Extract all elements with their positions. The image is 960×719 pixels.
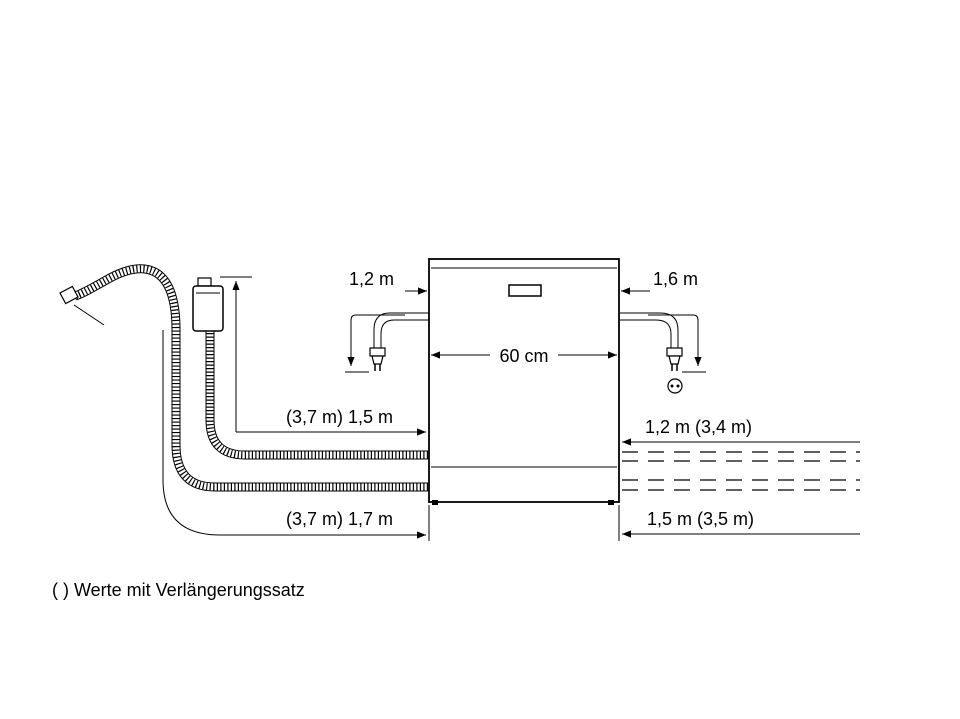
control-panel-display	[508, 284, 542, 297]
label-width: 60 cm	[499, 346, 548, 366]
hose-connector-icon	[59, 285, 105, 326]
label-drain-hose: (3,7 m) 1,5 m	[286, 407, 393, 427]
drain-hose-dimension	[220, 276, 426, 436]
right-power-cable	[620, 312, 706, 394]
label-right-upper: 1,2 m (3,4 m)	[645, 417, 752, 437]
extension-dashed-lines	[622, 451, 860, 491]
inlet-hose-dimension	[162, 330, 430, 541]
label-cable-left: 1,2 m	[349, 269, 394, 289]
socket-icon	[667, 378, 683, 394]
drain-hose	[205, 330, 428, 460]
dishwasher	[428, 258, 620, 505]
right-dimensions	[618, 438, 860, 541]
foot-left	[432, 500, 438, 505]
plug-icon	[666, 347, 683, 371]
label-cable-right: 1,6 m	[653, 269, 698, 289]
left-power-cable	[345, 312, 429, 373]
plug-icon	[369, 347, 386, 371]
label-inlet-hose-left: (3,7 m) 1,7 m	[286, 509, 393, 529]
label-right-lower: 1,5 m (3,5 m)	[647, 509, 754, 529]
dishwasher-body	[428, 258, 620, 503]
water-tap-icon	[192, 277, 224, 332]
foot-right	[608, 500, 614, 505]
footnote: ( ) Werte mit Verlängerungssatz	[52, 580, 305, 600]
inlet-hose	[73, 264, 428, 492]
